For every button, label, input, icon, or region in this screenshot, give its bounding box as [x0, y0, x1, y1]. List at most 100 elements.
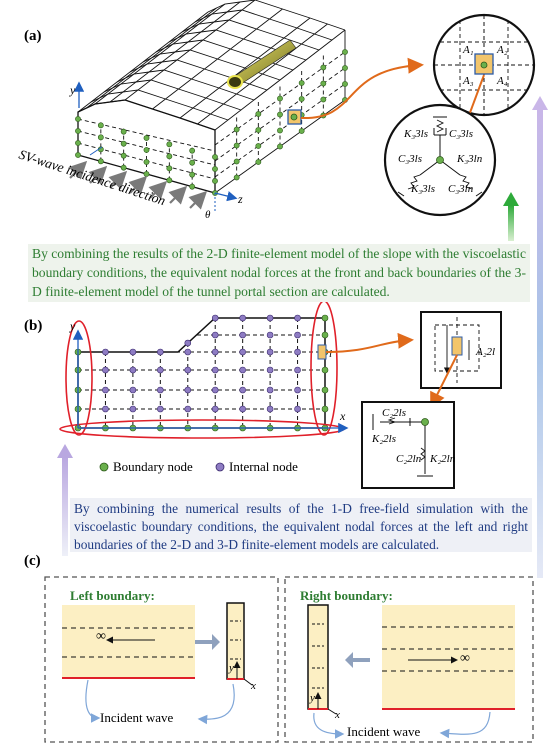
left-progress-arrow: [57, 444, 73, 556]
internal-node: [239, 348, 246, 356]
internal-node: [266, 331, 274, 339]
internal-node: [184, 366, 192, 374]
svg-text:K₃3ls: K₃3ls: [410, 183, 435, 195]
boundary-node: [255, 143, 262, 149]
boundary-node: [120, 164, 127, 171]
legend-boundary-label: Boundary node: [113, 459, 193, 474]
svg-text:y: y: [69, 319, 76, 333]
boundary-node: [189, 183, 196, 190]
axis-y-a: y: [69, 81, 85, 108]
boundary-node: [321, 386, 329, 394]
svg-text:K₂2ls: K₂2ls: [371, 433, 396, 445]
internal-node: [184, 348, 192, 356]
boundary-node: [233, 142, 240, 149]
boundary-node: [143, 159, 150, 165]
green-explanation-box: By combining the results of the 2-D fini…: [28, 244, 530, 302]
panel-a-3d-model: y z θ SV-wave incidence direction: [17, 0, 536, 221]
svg-text:∞: ∞: [460, 651, 470, 666]
spring-circle-a: K₃3ls C₃3ls C₃3ls K₃3ln K₃3ls C₃3ln: [383, 103, 497, 217]
boundary-node: [97, 134, 104, 141]
incidence-arrow: [188, 190, 208, 210]
boundary-node: [143, 135, 150, 141]
tunnel-tube: [227, 39, 297, 89]
boundary-node: [189, 159, 196, 166]
boundary-node: [120, 140, 127, 147]
svg-text:z: z: [237, 192, 243, 206]
blue-explanation-box: By combining the numerical results of th…: [70, 498, 532, 552]
internal-node: [294, 348, 301, 356]
boundary-node: [75, 140, 81, 146]
internal-node: [294, 314, 301, 322]
slope-profile-outline: [77, 317, 326, 429]
boundary-node: [97, 122, 104, 129]
mesh-line: [181, 19, 320, 51]
mesh-line: [116, 69, 255, 101]
boundary-node: [97, 158, 104, 165]
panel-c-1d-columns: Left boundary: Right boundary: ∞ y x Inc…: [44, 576, 534, 743]
boundary-node: [166, 165, 173, 172]
boundary-node: [166, 153, 173, 160]
boundary-node: [233, 158, 240, 165]
axis-z-a: z θ: [205, 191, 243, 221]
svg-text:K₃3ln: K₃3ln: [456, 153, 483, 165]
green-explanation-text: By combining the results of the 2-D fini…: [32, 246, 526, 299]
incident-wave-right: Incident wave: [347, 724, 421, 739]
boundary-node: [212, 178, 218, 184]
svg-text:x: x: [334, 709, 340, 721]
axis-x-b: x: [78, 409, 349, 434]
boundary-node: [320, 96, 327, 103]
axis-y-b: y: [69, 319, 84, 428]
svg-text:C₃3ls: C₃3ls: [398, 153, 422, 165]
svg-text:K₃3ls: K₃3ls: [403, 128, 428, 140]
boundary-node: [120, 128, 127, 135]
boundary-node: [277, 111, 283, 118]
panel-label-b: (b): [24, 318, 42, 334]
boundary-node: [342, 49, 348, 55]
internal-node: [129, 366, 137, 374]
svg-text:A₁: A₁: [462, 44, 474, 56]
zoom-circle-a: A₁ A₂ A₃ A₄: [432, 13, 536, 117]
boundary-node: [321, 314, 329, 322]
internal-node: [211, 331, 219, 339]
incident-wave-left: Incident wave: [100, 710, 174, 725]
mesh-line: [90, 89, 229, 121]
legend-internal-marker: [215, 462, 225, 472]
boundary-node: [342, 65, 348, 71]
spring-box-b: C₂2ls K₂2ls C₂2ln K₂2ln: [361, 401, 456, 489]
boundary-node: [255, 127, 262, 133]
boundary-node: [321, 366, 329, 374]
internal-node: [266, 348, 274, 356]
internal-node: [157, 405, 164, 413]
incidence-arrow: [148, 180, 168, 200]
boundary-node: [75, 128, 81, 134]
svg-text:l: l: [329, 348, 332, 360]
boundary-node: [143, 171, 150, 177]
panel-label-a: (a): [24, 28, 42, 44]
internal-node: [294, 386, 301, 394]
boundary-node: [320, 64, 327, 71]
internal-node: [239, 331, 246, 339]
internal-node: [294, 405, 301, 413]
internal-node: [102, 386, 109, 394]
internal-node: [266, 405, 274, 413]
svg-text:θ: θ: [205, 209, 211, 221]
svg-text:y: y: [309, 692, 315, 704]
svg-text:y: y: [228, 662, 234, 674]
incidence-label: SV-wave incidence direction: [17, 147, 168, 209]
internal-node: [266, 386, 274, 394]
internal-node: [239, 366, 246, 374]
zoom-box-b: A₂2l: [420, 311, 502, 389]
boundary-node: [298, 80, 305, 86]
internal-node: [294, 331, 301, 339]
svg-text:C₂2ln: C₂2ln: [396, 453, 422, 465]
internal-node: [266, 314, 274, 322]
internal-node: [239, 314, 246, 322]
boundary-node: [277, 95, 283, 102]
boundary-node: [255, 159, 262, 165]
boundary-node: [321, 405, 329, 413]
mesh-line: [194, 9, 333, 41]
small-axis-a: [89, 146, 103, 156]
boundary-node: [277, 143, 283, 150]
internal-node: [211, 348, 219, 356]
